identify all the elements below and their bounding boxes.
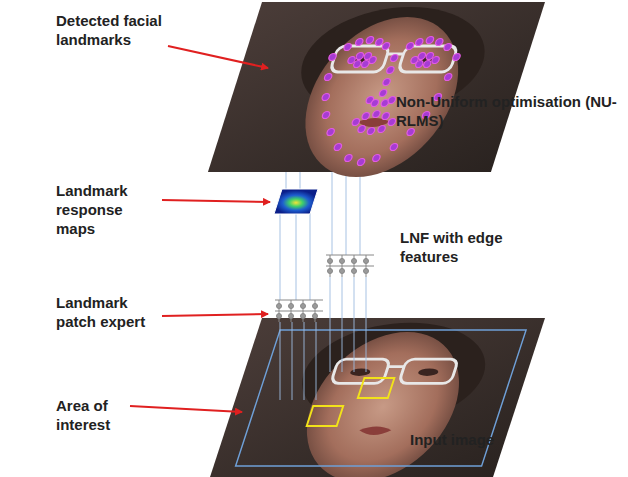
label-text: Input image: [410, 430, 560, 449]
label-text: Landmark patch expert: [56, 293, 160, 331]
label-text: LNF with edge features: [400, 228, 510, 266]
label-text: Non-Uniform optimisation (NU-RLMS): [396, 92, 621, 130]
label-text: Detected facial landmarks: [56, 11, 168, 49]
label-text: Landmark response maps: [56, 181, 160, 238]
label-text: Area of interest: [56, 396, 128, 434]
